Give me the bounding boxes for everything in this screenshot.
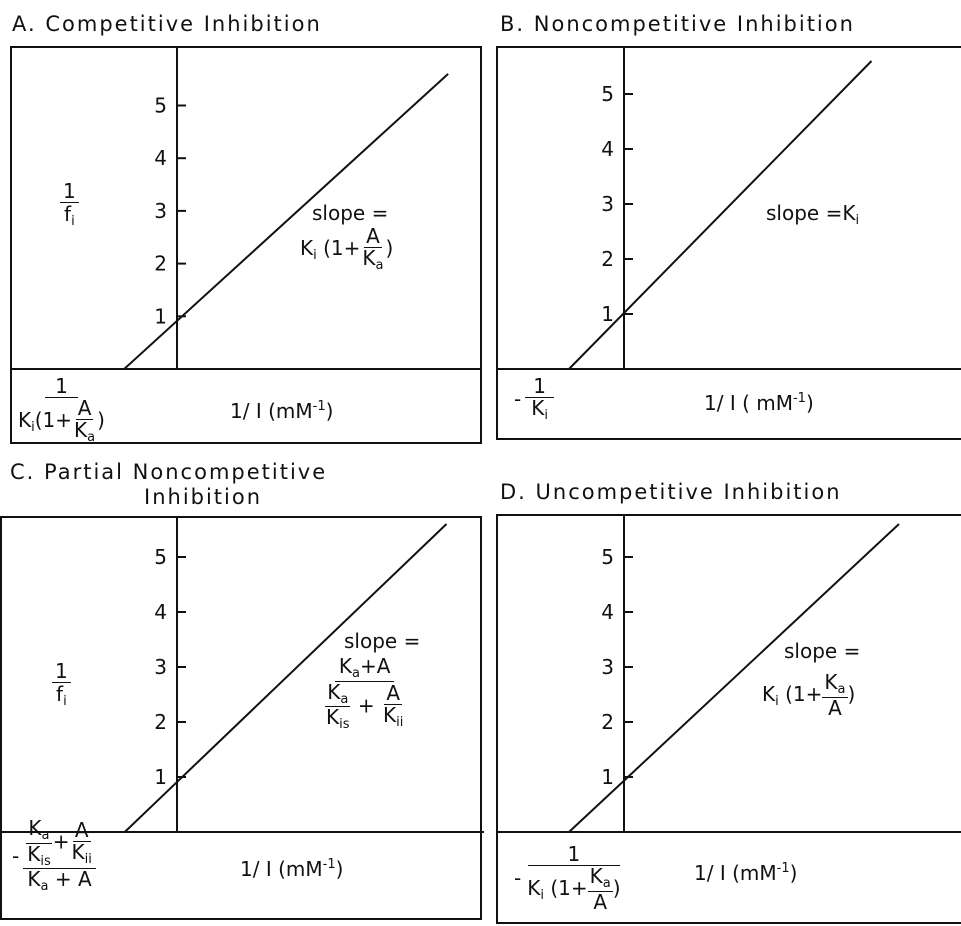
y-tick-label: 2 [601, 710, 614, 734]
panel-b-title: B. Noncompetitive Inhibition [500, 12, 855, 36]
reciprocal-plot-line [124, 523, 448, 833]
panel-c-title: C. Partial Noncompetitive Inhibition [10, 460, 328, 509]
y-tick-label: 3 [154, 655, 167, 679]
reciprocal-plot-line [568, 60, 873, 370]
panel-a-x-axis-label: 1/ I (mM-1) [230, 399, 334, 423]
panel-d-svg: 1 2 3 4 5 [498, 516, 961, 833]
reciprocal-plot-line [123, 73, 449, 370]
y-tick-label: 1 [154, 304, 167, 328]
reciprocal-plot-line [568, 523, 900, 833]
y-tick-label: 3 [154, 199, 167, 223]
y-tick-label: 2 [601, 247, 614, 271]
y-tick-label: 2 [154, 710, 167, 734]
y-tick-label: 5 [601, 82, 614, 106]
panel-b-svg: 1 2 3 4 5 [498, 48, 961, 370]
panel-d-title: D. Uncompetitive Inhibition [500, 480, 842, 504]
panel-a-svg: 1 2 3 4 5 [12, 48, 482, 370]
panel-c-x-axis-label: 1/ I (mM-1) [240, 857, 344, 881]
panel-c-svg: 1 2 3 4 5 [2, 518, 484, 833]
y-tick-label: 4 [601, 137, 614, 161]
y-tick-label: 4 [154, 146, 167, 170]
panel-b-slope-label: slope =Ki [766, 201, 860, 228]
panel-a-y-label: 1 fi [60, 180, 79, 229]
y-tick-label: 3 [601, 192, 614, 216]
panel-c-y-label: 1 fi [52, 660, 71, 709]
panel-d-x-axis-label: 1/ I (mM-1) [694, 861, 798, 885]
y-tick-label: 1 [601, 302, 614, 326]
y-tick-label: 1 [154, 765, 167, 789]
y-tick-label: 4 [601, 600, 614, 624]
y-tick-label: 5 [154, 545, 167, 569]
y-tick-label: 3 [601, 655, 614, 679]
panel-a-title: A. Competitive Inhibition [12, 12, 322, 36]
y-tick-label: 5 [601, 545, 614, 569]
y-tick-label: 1 [601, 765, 614, 789]
panel-b-x-axis-label: 1/ I ( mM-1) [704, 391, 814, 415]
y-tick-label: 4 [154, 600, 167, 624]
y-tick-label: 2 [154, 252, 167, 276]
y-tick-label: 5 [154, 94, 167, 118]
